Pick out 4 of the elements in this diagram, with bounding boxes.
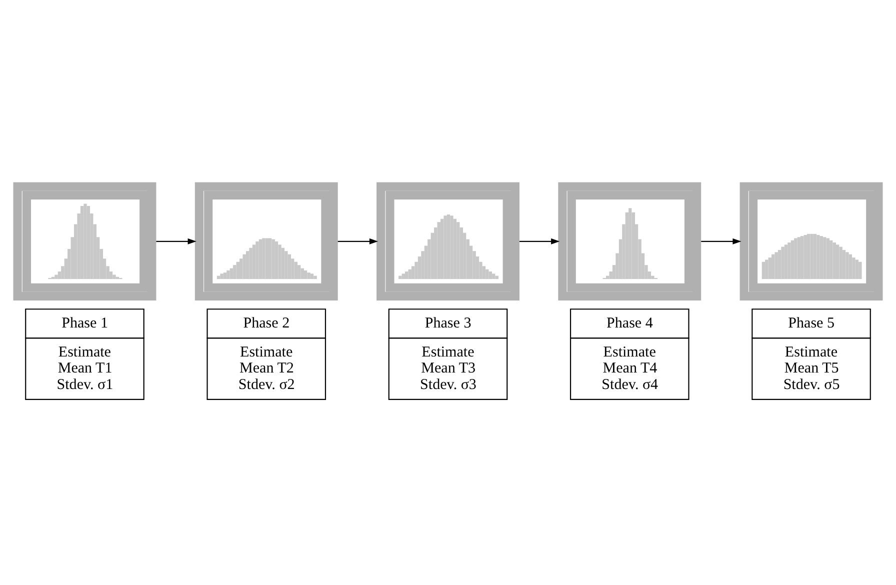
arrow [701, 238, 742, 244]
arrow [520, 238, 560, 244]
arrow [156, 238, 196, 244]
arrow [338, 238, 378, 244]
